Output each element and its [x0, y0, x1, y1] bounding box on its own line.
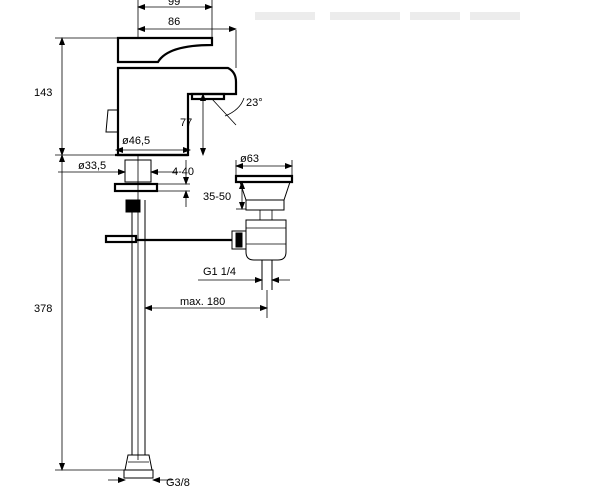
faucet-body — [104, 36, 238, 479]
dim-77: 77 — [180, 117, 192, 129]
mounting-washer — [113, 182, 159, 193]
dim-86: 86 — [168, 16, 180, 28]
dim-143: 143 — [34, 87, 52, 99]
lever-handle — [116, 36, 214, 64]
dim-dia-63: ø63 — [240, 153, 259, 165]
spout-body — [116, 66, 238, 157]
dimension-labels: 99 86 143 77 23° ø46,5 ø33,5 4-40 ø63 35… — [34, 0, 263, 489]
dim-g3-8: G3/8 — [166, 477, 190, 489]
dim-max-180: max. 180 — [180, 296, 225, 308]
waste-flange — [234, 174, 294, 184]
popup-lever — [105, 109, 119, 133]
hose-end-nut — [124, 454, 153, 471]
dim-378: 378 — [34, 303, 52, 315]
faint-watermark — [255, 12, 520, 20]
dim-23-degree: 23° — [246, 97, 263, 109]
drain-body — [245, 219, 287, 261]
pop-up-waste — [231, 174, 294, 290]
aerator — [190, 92, 226, 101]
dim-4-40: 4-40 — [172, 166, 194, 178]
dim-g1-1-4: G1 1/4 — [203, 266, 236, 278]
dim-dia-46-5: ø46,5 — [122, 135, 150, 147]
dim-99: 99 — [168, 0, 180, 8]
dim-35-50: 35-50 — [203, 191, 231, 203]
mounting-nut — [125, 199, 141, 213]
dimension-lines — [55, 0, 293, 483]
dim-dia-33-5: ø33,5 — [78, 160, 106, 172]
